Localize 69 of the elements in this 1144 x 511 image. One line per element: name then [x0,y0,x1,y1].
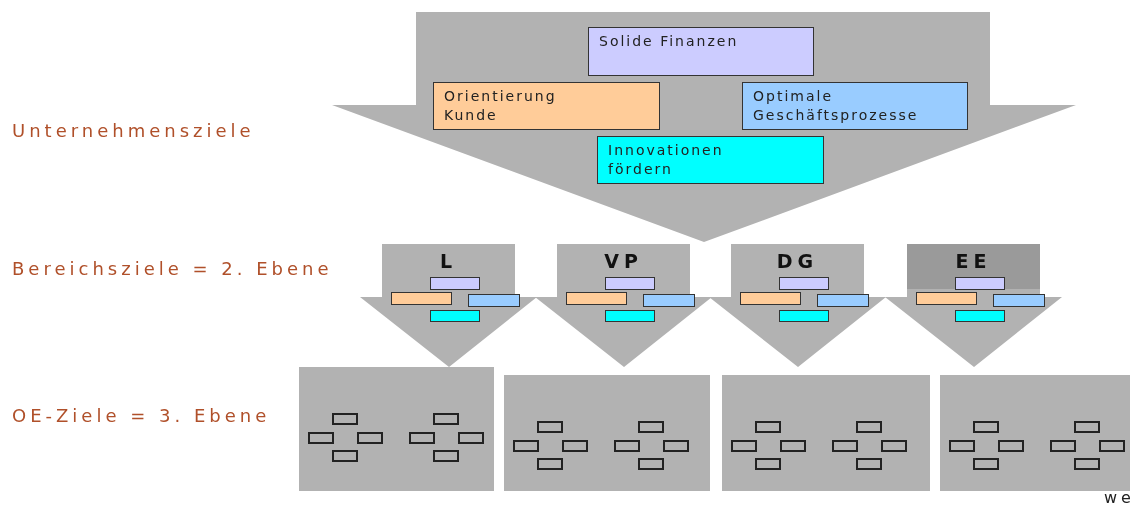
goal-box: Optimale Geschäftsprozesse [742,82,968,130]
goal-box [663,440,689,452]
goal-box [916,292,977,305]
goal-box [881,440,907,452]
goal-box [513,440,539,452]
goal-box: Orientierung Kunde [433,82,660,130]
goal-box [779,277,829,290]
goal-box [817,294,869,307]
goal-box [537,458,563,470]
goal-box [332,413,358,425]
arrow-shape [709,244,886,367]
goal-box [605,277,655,290]
goal-box [643,294,695,307]
goal-box [1099,440,1125,452]
goal-box [430,277,480,290]
goal-box [731,440,757,452]
unit-panel [504,375,710,491]
goal-box [755,421,781,433]
arrow-shape [535,244,712,367]
goal-box [973,458,999,470]
arrow-shape [332,12,1076,242]
goal-box [955,310,1005,322]
goal-box [779,310,829,322]
arrow-heading: L [438,250,459,272]
arrow-heading: DG [775,250,820,272]
goal-box [973,421,999,433]
goal-box [562,440,588,452]
unit-panel [940,375,1130,491]
level-label: OE-Ziele = 3. Ebene [12,405,271,426]
level-label: Unternehmensziele [12,120,255,141]
goal-box: Solide Finanzen [588,27,814,76]
goal-box [468,294,520,307]
arrow-shape [885,244,1062,367]
goal-box [638,421,664,433]
goal-box [430,310,480,322]
goal-box [308,432,334,444]
goal-box [537,421,563,433]
goal-box [856,421,882,433]
goal-box [566,292,627,305]
goal-box [605,310,655,322]
goal-box [458,432,484,444]
arrow-shape [360,244,537,367]
unit-panel [299,367,494,491]
goal-box [740,292,801,305]
goal-box [949,440,975,452]
goal-box [638,458,664,470]
goal-box [1074,458,1100,470]
footer-text: we [1104,488,1135,507]
goal-box [1050,440,1076,452]
goal-box [357,432,383,444]
goal-box [332,450,358,462]
goal-box [409,432,435,444]
goal-box [614,440,640,452]
level-label: Bereichsziele = 2. Ebene [12,258,333,279]
goal-box [780,440,806,452]
goal-box: Innovationen fördern [597,136,824,184]
goal-box [391,292,452,305]
goal-box [955,277,1005,290]
goal-box [433,450,459,462]
goal-box [856,458,882,470]
unit-panel [722,375,930,491]
arrow-heading: EE [954,250,993,272]
goal-box [433,413,459,425]
goal-box [998,440,1024,452]
arrow-heading: VP [603,250,644,272]
goal-box [1074,421,1100,433]
goal-box [993,294,1045,307]
goal-box [755,458,781,470]
goal-box [832,440,858,452]
